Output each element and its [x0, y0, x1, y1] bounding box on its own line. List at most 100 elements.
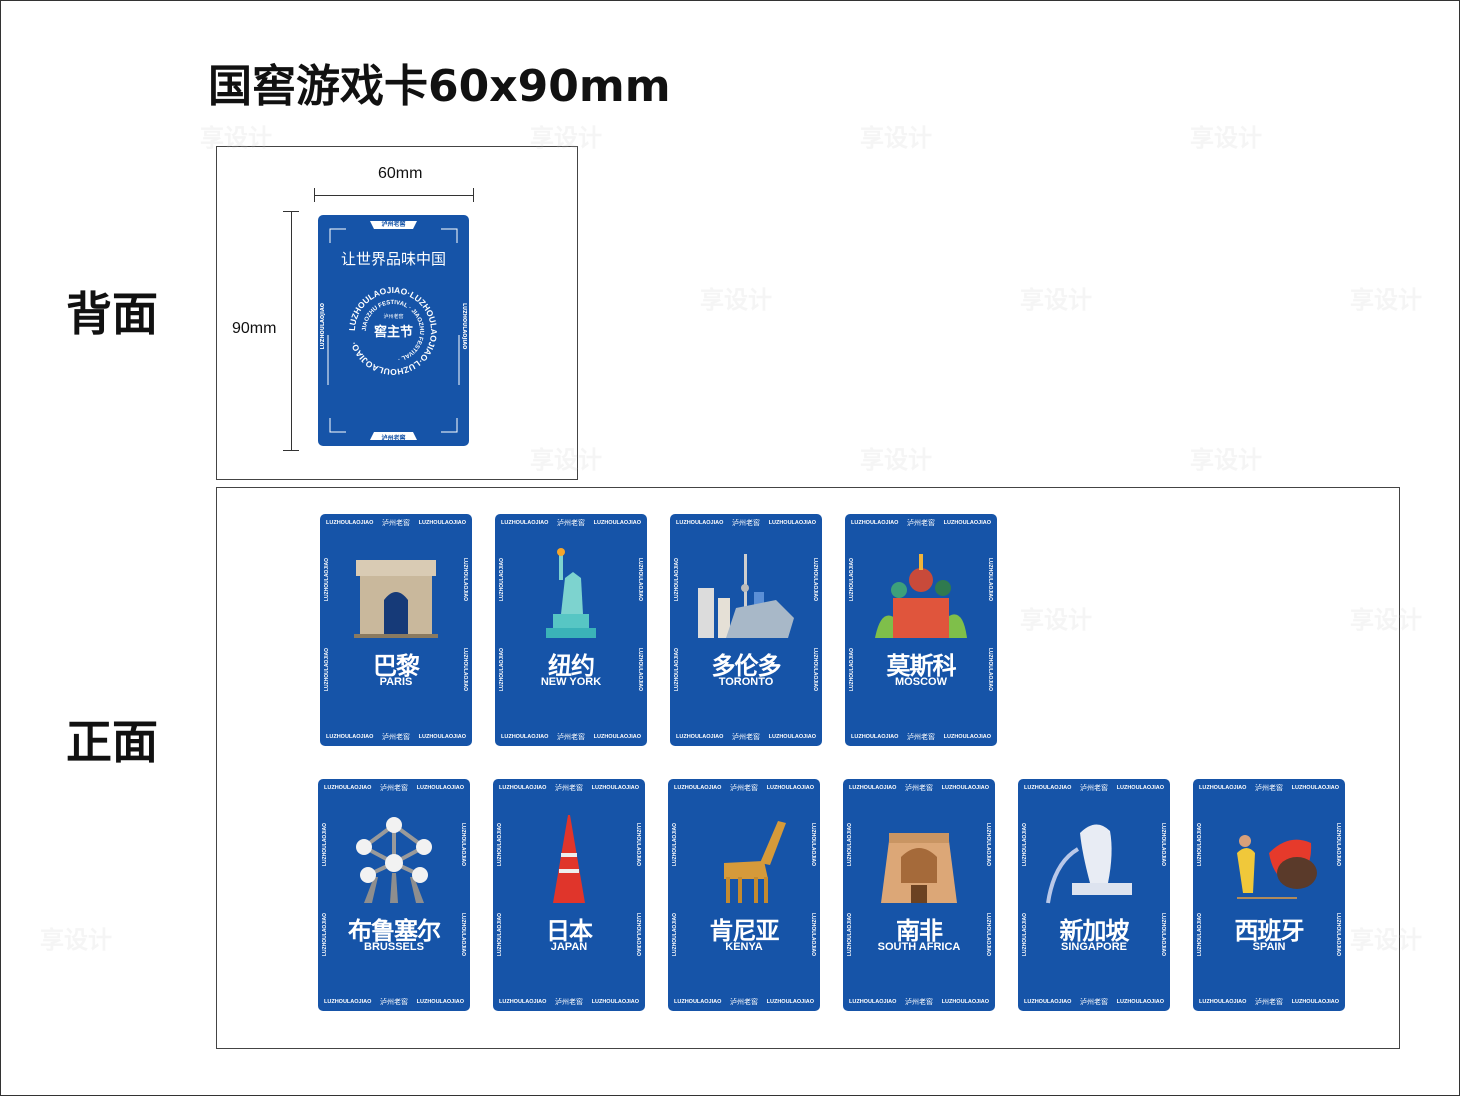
tokyo-tower-icon: [553, 815, 585, 903]
side-text: LUZHOULAOJIAO: [324, 558, 330, 602]
corner-text: LUZHOULAOJIAO: [499, 785, 547, 791]
side-text: LUZHOULAOJIAO: [985, 823, 991, 867]
brand-logo: 泸州老窖: [382, 519, 410, 527]
side-text: LUZHOULAOJIAO: [635, 913, 641, 957]
back-card: 泸州老窖 泸州老窖 让世界品味中国 LUZHOULAOJIAO·LUZHOULA…: [318, 215, 469, 446]
game-card-japan: LUZHOULAOJIAO LUZHOULAOJIAO 泸州老窖 LUZHOUL…: [493, 779, 645, 1011]
center-festival-name: 窖主节: [373, 325, 413, 340]
side-text: LUZHOULAOJIAO: [849, 558, 855, 602]
city-name-cn: 巴黎: [373, 652, 420, 680]
corner-text: LUZHOULAOJIAO: [324, 785, 372, 791]
corner-text: LUZHOULAOJIAO: [591, 785, 639, 791]
corner-text: LUZHOULAOJIAO: [851, 520, 899, 526]
side-text: LUZHOULAOJIAO: [499, 558, 505, 602]
st-basils-cathedral-icon: [875, 554, 967, 638]
city-name-cn: 南非: [896, 917, 943, 945]
brand-logo: 泸州老窖: [382, 733, 410, 741]
game-card-brussels: LUZHOULAOJIAO LUZHOULAOJIAO 泸州老窖 LUZHOUL…: [318, 779, 470, 1011]
corner-text: LUZHOULAOJIAO: [1199, 999, 1247, 1005]
corner-text: LUZHOULAOJIAO: [418, 734, 466, 740]
city-name-en: KENYA: [725, 941, 763, 953]
side-text: LUZHOULAOJIAO: [674, 558, 680, 602]
city-name-en: JAPAN: [550, 941, 588, 953]
merlion-icon: [1046, 824, 1132, 904]
corner-text: LUZHOULAOJIAO: [943, 520, 991, 526]
brand-logo: 泸州老窖: [380, 998, 408, 1006]
toronto-skyline-icon: [698, 554, 794, 638]
city-name-cn: 日本: [546, 917, 593, 945]
matador-bull-icon: [1237, 835, 1317, 899]
city-name-cn: 多伦多: [711, 652, 782, 680]
brand-logo: 泸州老窖: [907, 519, 935, 527]
game-card-singapore: LUZHOULAOJIAO LUZHOULAOJIAO 泸州老窖 LUZHOUL…: [1018, 779, 1170, 1011]
city-name-cn: 新加坡: [1059, 917, 1130, 945]
side-text: LUZHOULAOJIAO: [1197, 823, 1203, 867]
side-text: LUZHOULAOJIAO: [810, 913, 816, 957]
game-card-south-africa: LUZHOULAOJIAO LUZHOULAOJIAO 泸州老窖 LUZHOUL…: [843, 779, 995, 1011]
side-text: LUZHOULAOJIAO: [637, 648, 643, 692]
city-name-en: BRUSSELS: [364, 941, 424, 953]
city-name-cn: 莫斯科: [886, 652, 957, 680]
corner-text: LUZHOULAOJIAO: [501, 520, 549, 526]
side-text: LUZHOULAOJIAO: [1335, 913, 1341, 957]
corner-text: LUZHOULAOJIAO: [418, 520, 466, 526]
corner-text: LUZHOULAOJIAO: [501, 734, 549, 740]
corner-text: LUZHOULAOJIAO: [593, 520, 641, 526]
corner-text: LUZHOULAOJIAO: [1116, 785, 1164, 791]
width-tick-left: [314, 188, 315, 202]
corner-text: LUZHOULAOJIAO: [326, 734, 374, 740]
side-text: LUZHOULAOJIAO: [635, 823, 641, 867]
side-text: LUZHOULAOJIAO: [1160, 913, 1166, 957]
side-text: LUZHOULAOJIAO: [1335, 823, 1341, 867]
corner-text: LUZHOULAOJIAO: [1199, 785, 1247, 791]
corner-text: LUZHOULAOJIAO: [676, 520, 724, 526]
city-name-en: SINGAPORE: [1060, 941, 1127, 953]
brand-logo: 泸州老窖: [555, 784, 583, 792]
corner-text: LUZHOULAOJIAO: [324, 999, 372, 1005]
back-label: 背面: [66, 287, 158, 341]
corner-text: LUZHOULAOJIAO: [499, 999, 547, 1005]
brand-logo: 泸州老窖: [1080, 784, 1108, 792]
game-card-kenya: LUZHOULAOJIAO LUZHOULAOJIAO 泸州老窖 LUZHOUL…: [668, 779, 820, 1011]
game-card-spain: LUZHOULAOJIAO LUZHOULAOJIAO 泸州老窖 LUZHOUL…: [1193, 779, 1345, 1011]
height-dimension: 90mm: [232, 320, 277, 337]
corner-text: LUZHOULAOJIAO: [326, 520, 374, 526]
side-text: LUZHOULAOJIAO: [810, 823, 816, 867]
side-text: LUZHOULAOJIAO: [987, 558, 993, 602]
game-card-toronto: LUZHOULAOJIAO LUZHOULAOJIAO 泸州老窖 LUZHOUL…: [670, 514, 822, 746]
back-side-text-left: LUZHOULAOJIAO: [320, 303, 326, 350]
city-name-en: NEW YORK: [540, 676, 602, 688]
side-text: LUZHOULAOJIAO: [812, 558, 818, 602]
brand-logo: 泸州老窖: [732, 519, 760, 527]
festival-ring-emblem-icon: LUZHOULAOJIAO·LUZHOULAOJIAO·LUZHOULAOJIA…: [347, 285, 439, 377]
atomium-icon: [356, 817, 432, 903]
width-dimension: 60mm: [378, 165, 423, 182]
card-frame-lines-icon: [327, 221, 460, 440]
side-text: LUZHOULAOJIAO: [462, 558, 468, 602]
brand-logo: 泸州老窖: [557, 519, 585, 527]
side-text: LUZHOULAOJIAO: [322, 823, 328, 867]
brand-logo: 泸州老窖: [380, 784, 408, 792]
side-text: LUZHOULAOJIAO: [987, 648, 993, 692]
statue-of-liberty-icon: [546, 548, 596, 638]
brand-logo: 泸州老窖: [905, 784, 933, 792]
brand-logo: 泸州老窖: [907, 733, 935, 741]
corner-text: LUZHOULAOJIAO: [943, 734, 991, 740]
corner-text: LUZHOULAOJIAO: [1291, 785, 1339, 791]
brand-logo: 泸州老窖: [1255, 784, 1283, 792]
side-text: LUZHOULAOJIAO: [847, 823, 853, 867]
city-name-cn: 西班牙: [1234, 917, 1305, 945]
corner-text: LUZHOULAOJIAO: [674, 785, 722, 791]
height-tick-top: [283, 211, 299, 212]
side-text: LUZHOULAOJIAO: [812, 648, 818, 692]
height-tick-bottom: [283, 450, 299, 451]
voortrekker-monument-icon: [881, 833, 957, 903]
game-card-moscow: LUZHOULAOJIAO LUZHOULAOJIAO 泸州老窖 LUZHOUL…: [845, 514, 997, 746]
corner-text: LUZHOULAOJIAO: [1291, 999, 1339, 1005]
width-line: [314, 195, 473, 196]
side-text: LUZHOULAOJIAO: [462, 648, 468, 692]
city-name-en: SPAIN: [1252, 941, 1286, 953]
side-text: LUZHOULAOJIAO: [1022, 823, 1028, 867]
corner-text: LUZHOULAOJIAO: [1024, 785, 1072, 791]
corner-text: LUZHOULAOJIAO: [851, 734, 899, 740]
